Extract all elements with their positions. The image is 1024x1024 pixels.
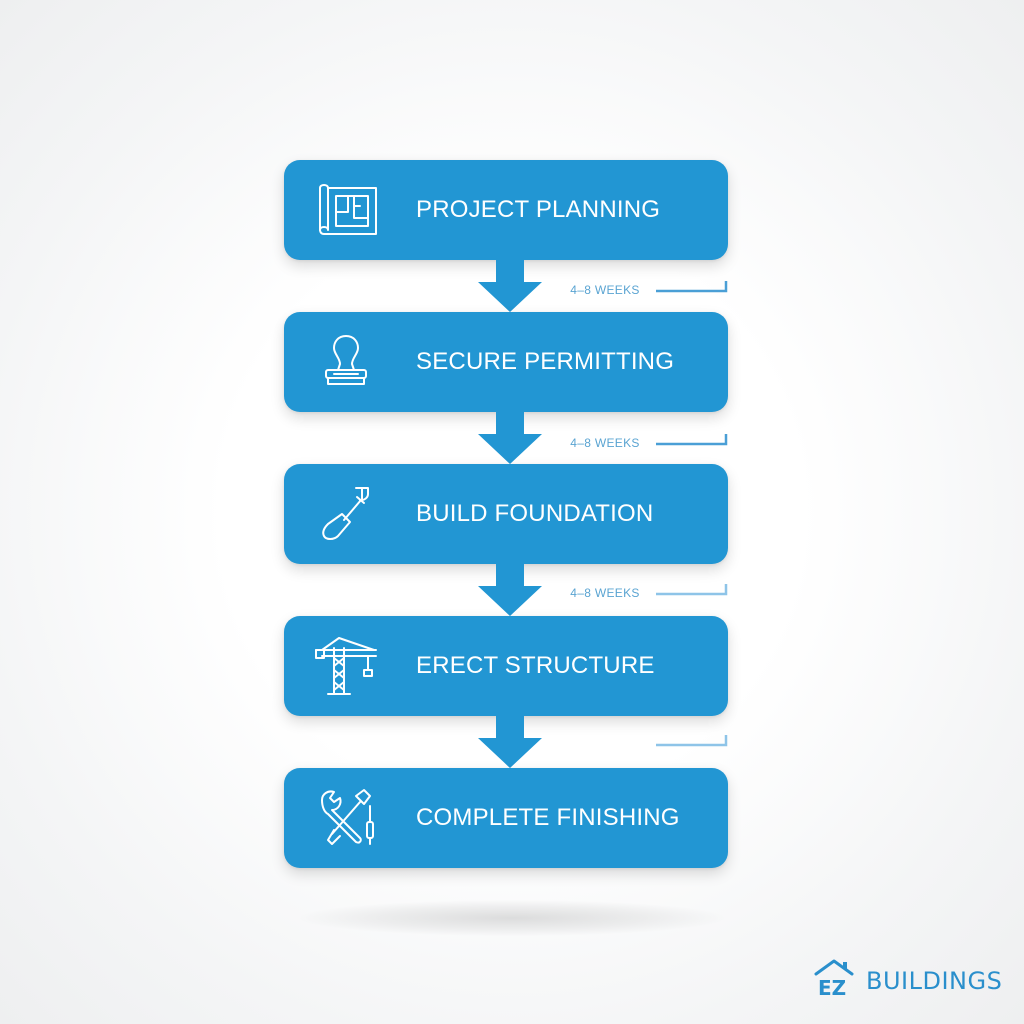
- step-erect-structure: ERECT STRUCTURE: [284, 616, 728, 716]
- step-project-planning: PROJECT PLANNING: [284, 160, 728, 260]
- base-shadow: [300, 900, 724, 936]
- step-label: PROJECT PLANNING: [416, 196, 661, 223]
- step-secure-permitting: SECURE PERMITTING: [284, 312, 728, 412]
- tools-icon: [314, 786, 378, 850]
- crane-icon: [314, 634, 378, 698]
- duration-label: 4–8 WEEKS: [570, 586, 640, 600]
- down-arrow-icon: [478, 564, 542, 616]
- step-label: SECURE PERMITTING: [416, 348, 675, 375]
- step-complete-finishing: COMPLETE FINISHING: [284, 768, 728, 868]
- timeline-tick: [656, 281, 728, 293]
- down-arrow-icon: [478, 716, 542, 768]
- down-arrow-icon: [478, 412, 542, 464]
- blueprint-icon: [314, 178, 378, 242]
- brand-logo-text: EZ: [818, 976, 846, 998]
- down-arrow-icon: [478, 260, 542, 312]
- duration-label: 4–8 WEEKS: [570, 436, 640, 450]
- brand-logo: EZ BUILDINGS: [814, 958, 1010, 998]
- timeline-tick: [656, 434, 728, 446]
- step-label: ERECT STRUCTURE: [416, 652, 655, 679]
- step-label: COMPLETE FINISHING: [416, 804, 680, 831]
- stamp-icon: [314, 330, 378, 394]
- timeline-tick: [656, 584, 728, 596]
- step-label: BUILD FOUNDATION: [416, 500, 654, 527]
- step-build-foundation: BUILD FOUNDATION: [284, 464, 728, 564]
- duration-label: 4–8 WEEKS: [570, 283, 640, 297]
- brand-name: BUILDINGS: [866, 967, 1003, 995]
- shovel-icon: [314, 482, 378, 546]
- house-logo-icon: EZ: [814, 958, 860, 998]
- timeline-tick: [656, 735, 728, 747]
